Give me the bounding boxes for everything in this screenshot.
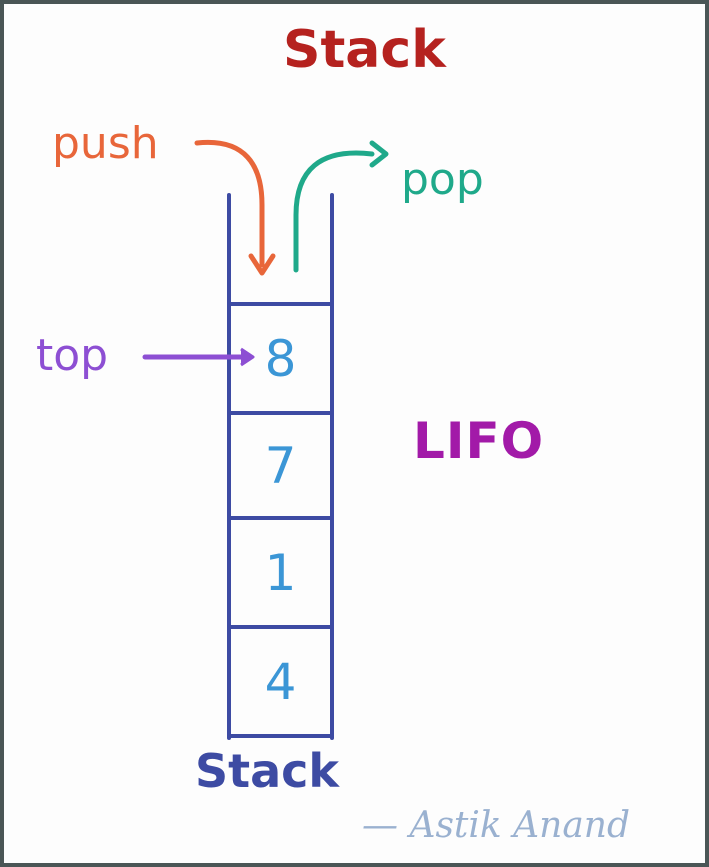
top-label: top [36, 330, 109, 381]
stack-item: 7 [264, 437, 297, 495]
author-signature: — Astik Anand [362, 805, 631, 846]
lifo-label: LIFO [413, 412, 545, 470]
stack-item: 1 [264, 544, 297, 602]
push-label: push [52, 118, 159, 169]
stack-item: 8 [264, 330, 297, 388]
pop-arrow [293, 150, 375, 273]
diagram-title: Stack [283, 20, 446, 80]
stack-item: 4 [264, 653, 297, 711]
push-arrow [194, 139, 265, 268]
pop-arrow-head [369, 140, 389, 168]
top-arrow-head [240, 347, 255, 367]
stack-caption: Stack [195, 744, 340, 798]
pop-label: pop [401, 154, 484, 205]
push-arrow-head [248, 253, 276, 276]
